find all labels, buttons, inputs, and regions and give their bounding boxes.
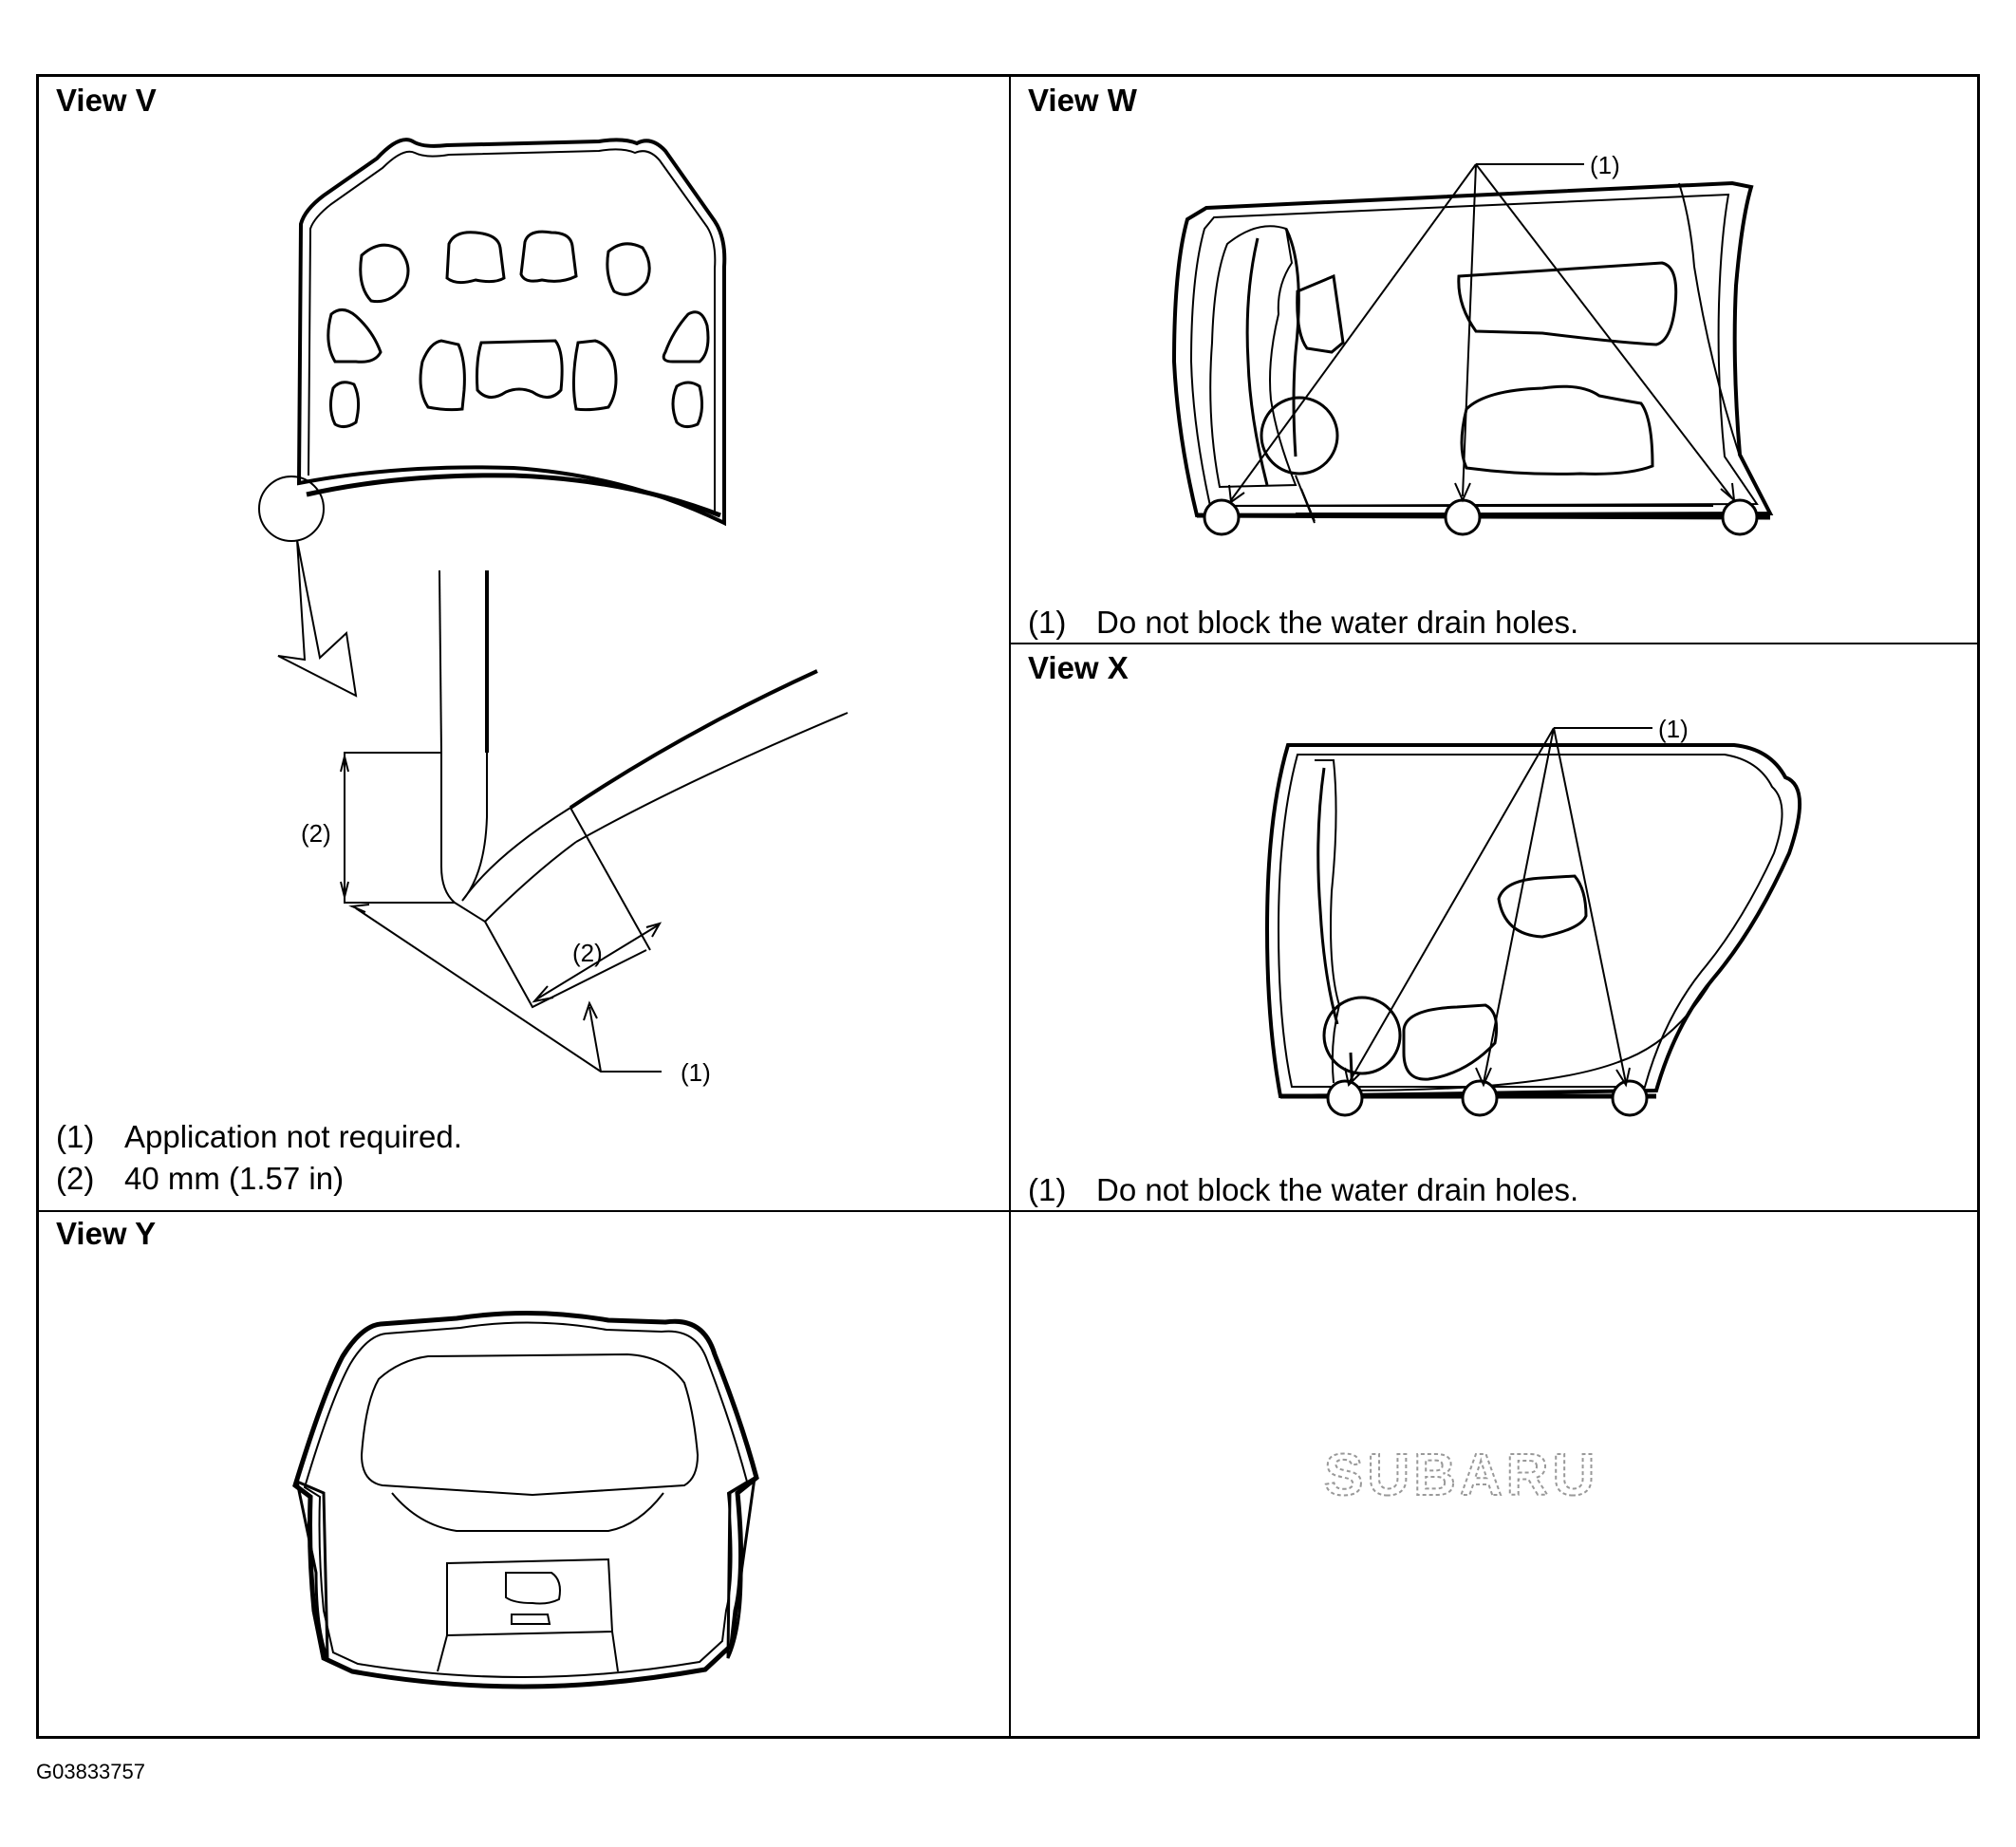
row-divider-w-x [1011,643,1980,644]
view-v-callout-2a: (2) [301,819,331,848]
tailgate-drawing [292,1310,759,1689]
view-w-panel: View W [1011,77,1980,643]
note-number: (2) [56,1161,95,1196]
hood-drawing: (2) (2) (1) [258,138,849,1087]
view-v-title: View V [56,83,157,118]
front-door-drawing: (1) [1171,151,1774,536]
note-text: Application not required. [124,1119,462,1154]
column-divider [1009,77,1011,1736]
view-x-panel: View X (1) [1011,644,1980,1210]
note-text: 40 mm (1.57 in) [124,1161,345,1196]
note-number: (1) [1028,1172,1067,1207]
view-v-panel: View V [39,77,1009,1210]
view-w-callout-1: (1) [1590,151,1620,179]
view-y-title: View Y [56,1216,157,1251]
rear-door-drawing: (1) [1264,715,1801,1117]
view-x-note-1: (1) Do not block the water drain holes. [1028,1172,1578,1208]
view-x-title: View X [1028,650,1129,685]
note-text: Do not block the water drain holes. [1096,605,1579,640]
note-number: (1) [56,1119,95,1154]
figure-frame: View V [36,74,1980,1739]
view-w-note-1: (1) Do not block the water drain holes. [1028,605,1578,641]
note-number: (1) [1028,605,1067,640]
view-y-panel: View Y [39,1212,1009,1736]
watermark-text: SUBARU [1324,1443,1598,1508]
view-v-callout-1: (1) [681,1058,711,1087]
row-divider-main [39,1210,1980,1212]
view-w-title: View W [1028,83,1137,118]
view-x-callout-1: (1) [1658,715,1689,743]
figure-id: G03833757 [36,1760,145,1783]
subaru-watermark: SUBARU [1323,1442,1598,1509]
view-v-note-1: (1) Application not required. [56,1119,462,1155]
view-v-callout-2b: (2) [572,939,603,967]
watermark-panel: SUBARU [1011,1212,1980,1736]
view-v-note-2: (2) 40 mm (1.57 in) [56,1161,344,1197]
note-text: Do not block the water drain holes. [1096,1172,1579,1207]
